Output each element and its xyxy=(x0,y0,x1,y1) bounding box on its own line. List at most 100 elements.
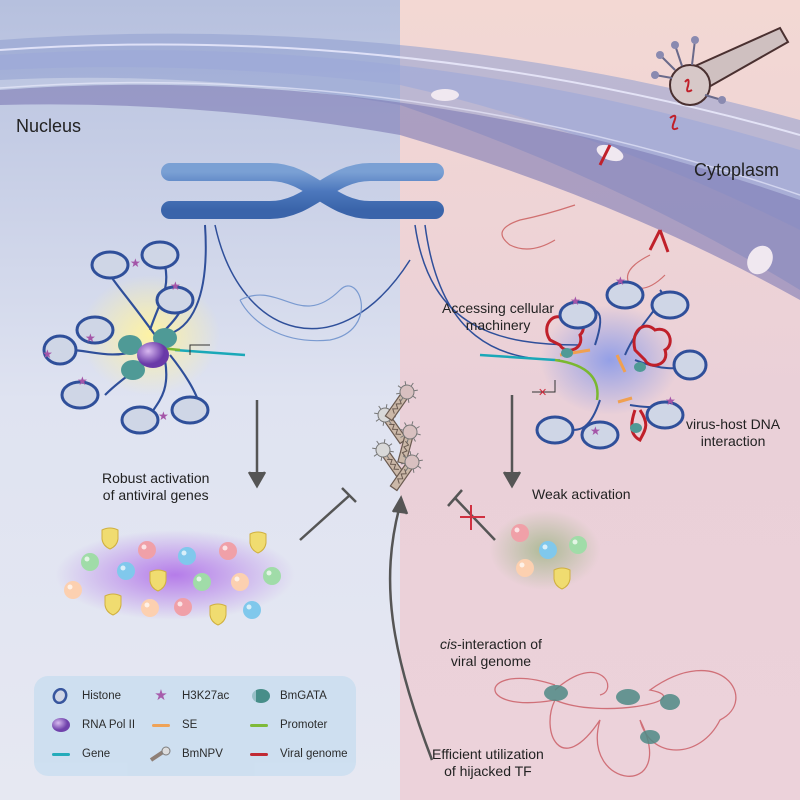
tss-arrow-blocked xyxy=(532,380,556,393)
legend-label: SE xyxy=(182,719,198,731)
bmnpv-particle xyxy=(384,381,418,422)
robust-line-1: Robust activation xyxy=(102,470,210,486)
weak-activation-label: Weak activation xyxy=(532,486,631,502)
virus-host-line-1: virus-host DNA xyxy=(686,416,781,432)
svg-text:★: ★ xyxy=(170,279,181,293)
protein-ball xyxy=(117,562,135,580)
legend-label: H3K27ac xyxy=(182,690,230,702)
accessing-label: Accessing cellular machinery xyxy=(442,300,554,334)
chromosome xyxy=(161,163,444,219)
legend: Histone ★ H3K27ac BmGATA RNA Pol II SE P… xyxy=(34,676,356,776)
weak-proteins xyxy=(511,524,587,590)
legend-item-bmnpv: BmNPV xyxy=(148,746,223,762)
arrow-hijacked-tf xyxy=(388,504,434,761)
robust-activation-label: Robust activation of antiviral genes xyxy=(102,470,209,504)
dna-double-helix xyxy=(239,285,362,342)
star-icon: ★ xyxy=(154,687,168,704)
histones-left xyxy=(42,240,210,435)
accessing-line-1: Accessing cellular xyxy=(442,300,555,316)
cis-interaction-label: cis-interaction of viral genome xyxy=(440,636,542,670)
cis-rest: -interaction of xyxy=(457,636,542,652)
shield-protein xyxy=(104,593,122,616)
protein-ball xyxy=(141,599,159,617)
protein-ball xyxy=(174,598,192,616)
gene-line-icon xyxy=(48,746,74,762)
viral-genome-line-icon xyxy=(246,746,272,762)
bmnpv-particle xyxy=(389,451,423,492)
legend-label: Gene xyxy=(82,748,111,760)
protein-ball xyxy=(511,524,529,542)
rna-pol-icon xyxy=(52,718,70,732)
legend-label: Promoter xyxy=(280,719,328,731)
legend-label: Viral genome xyxy=(280,748,348,760)
legend-item-rna-pol-ii: RNA Pol II xyxy=(48,717,135,733)
protein-ball xyxy=(81,553,99,571)
protein-ball xyxy=(243,601,261,619)
histones-right xyxy=(535,280,708,450)
shield-protein xyxy=(101,527,119,550)
cytoplasm-label: Cytoplasm xyxy=(694,160,780,180)
legend-item-h3k27ac: ★ H3K27ac xyxy=(148,688,229,704)
nuclear-pore xyxy=(747,245,773,275)
inhibition-robust xyxy=(299,494,351,541)
promoter-line-icon xyxy=(246,717,272,733)
efficient-line-1: Efficient utilization xyxy=(432,746,544,762)
bmnpv-particle xyxy=(372,439,406,480)
shield-protein xyxy=(149,569,167,592)
svg-text:★: ★ xyxy=(85,331,96,345)
virus-host-label: virus-host DNA interaction xyxy=(686,416,780,450)
shield-protein xyxy=(249,531,267,554)
se-line-icon xyxy=(148,717,174,733)
protein-ball xyxy=(263,567,281,585)
antiviral-proteins xyxy=(64,527,281,626)
cis-line-1: cis-interaction of xyxy=(440,636,542,653)
svg-text:★: ★ xyxy=(570,294,581,308)
bmgata-icon xyxy=(248,689,270,703)
legend-item-viral-genome: Viral genome xyxy=(246,746,348,762)
gene-line xyxy=(174,348,246,357)
bmnpv-particles xyxy=(372,381,423,492)
blocked-mark xyxy=(460,505,485,530)
robust-line-2: of antiviral genes xyxy=(102,487,209,503)
legend-item-gene: Gene xyxy=(48,746,110,762)
legend-label: BmNPV xyxy=(182,748,223,760)
right-chromatin: ✕ ★ ★ ★ ★ xyxy=(414,224,708,450)
bmnpv-virus-docking xyxy=(651,26,790,131)
svg-text:★: ★ xyxy=(42,347,53,361)
virus-icon xyxy=(149,746,171,762)
protein-ball xyxy=(569,536,587,554)
rna-pol-ii xyxy=(137,342,169,368)
histone-icon xyxy=(52,688,68,704)
cis-italic: cis xyxy=(440,636,458,652)
legend-item-histone: Histone xyxy=(48,688,121,704)
nuclear-membrane xyxy=(0,33,800,301)
protein-ball xyxy=(219,542,237,560)
accessing-line-2: machinery xyxy=(465,317,531,333)
shield-protein xyxy=(553,567,571,590)
svg-text:★: ★ xyxy=(77,374,88,388)
h3k27ac-marks: ★ ★ ★ ★ ★ ★ xyxy=(42,256,181,423)
inhibition-weak xyxy=(454,497,496,541)
svg-text:★: ★ xyxy=(665,394,676,408)
virus-host-line-2: interaction xyxy=(700,433,766,449)
svg-text:★: ★ xyxy=(590,424,601,438)
nucleus-label: Nucleus xyxy=(16,116,82,136)
legend-label: Histone xyxy=(82,690,121,702)
arrows xyxy=(247,395,522,761)
bmnpv-particle xyxy=(397,421,421,465)
protein-ball xyxy=(64,581,82,599)
svg-text:★: ★ xyxy=(615,274,626,288)
svg-text:✕: ✕ xyxy=(538,387,547,399)
cis-line-2: viral genome xyxy=(450,653,532,669)
svg-text:★: ★ xyxy=(130,256,141,270)
legend-item-se: SE xyxy=(148,717,197,733)
protein-ball xyxy=(138,541,156,559)
protein-ball xyxy=(231,573,249,591)
protein-ball xyxy=(539,541,557,559)
svg-text:★: ★ xyxy=(158,409,169,423)
protein-ball xyxy=(193,573,211,591)
shield-protein xyxy=(209,603,227,626)
efficient-line-2: of hijacked TF xyxy=(444,763,532,779)
efficient-utilization-label: Efficient utilization of hijacked TF xyxy=(432,746,544,780)
